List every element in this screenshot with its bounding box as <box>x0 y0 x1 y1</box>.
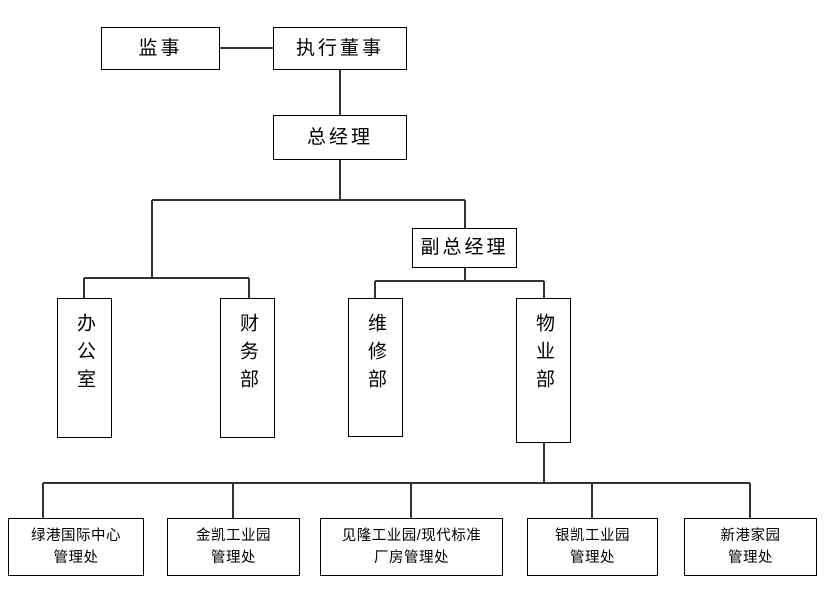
node-management-office-3[interactable]: 银凯工业园 管理处 <box>527 518 658 576</box>
management-office-1-line1: 金凯工业园 <box>196 527 271 544</box>
node-management-office-1[interactable]: 金凯工业园 管理处 <box>167 518 300 576</box>
node-deputy-general-manager[interactable]: 副总经理 <box>412 228 517 268</box>
management-office-3-line1: 银凯工业园 <box>555 527 630 544</box>
management-office-0-line2: 管理处 <box>53 550 99 566</box>
management-office-2-line1: 见隆工业园/现代标准 <box>341 527 482 544</box>
node-general-manager[interactable]: 总经理 <box>273 115 407 160</box>
node-management-office-2[interactable]: 见隆工业园/现代标准 厂房管理处 <box>320 518 503 576</box>
management-office-3-line2: 管理处 <box>570 550 615 566</box>
management-office-4-line1: 新港家园 <box>720 527 781 544</box>
management-office-1-line2: 管理处 <box>211 550 256 566</box>
node-office[interactable]: 办公室 <box>57 298 112 438</box>
node-management-office-0[interactable]: 绿港国际中心 管理处 <box>8 518 144 576</box>
node-maintenance-department[interactable]: 维修部 <box>348 298 403 437</box>
management-office-4-line2: 管理处 <box>728 550 773 566</box>
node-finance-department[interactable]: 财务部 <box>220 298 275 438</box>
node-management-office-4[interactable]: 新港家园 管理处 <box>684 518 817 576</box>
node-property-department[interactable]: 物业部 <box>516 298 571 443</box>
node-office-label: 办公室 <box>74 313 95 397</box>
node-property-label: 物业部 <box>533 313 554 397</box>
management-office-2-line2: 厂房管理处 <box>374 550 449 566</box>
management-office-0-line1: 绿港国际中心 <box>31 527 121 544</box>
node-finance-label: 财务部 <box>237 313 258 397</box>
node-maintenance-label: 维修部 <box>365 313 386 397</box>
node-supervisor[interactable]: 监事 <box>101 27 220 70</box>
node-executive-director[interactable]: 执行董事 <box>273 27 407 70</box>
